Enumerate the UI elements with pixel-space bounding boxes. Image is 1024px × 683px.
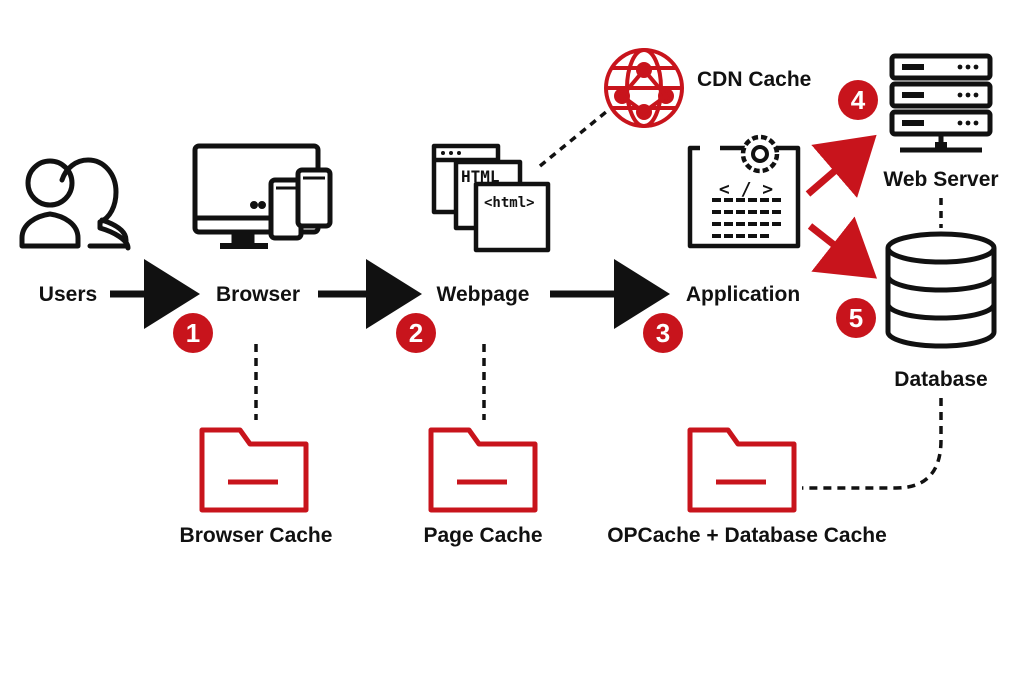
step-number-1: 1 xyxy=(186,318,200,348)
folder-icon xyxy=(687,427,797,513)
application-label: Application xyxy=(686,283,800,306)
cdn-cache-label: CDN Cache xyxy=(697,68,811,91)
arrow-application-to-web-server xyxy=(805,134,877,198)
browser-devices-icon xyxy=(192,143,333,249)
step-number-3: 3 xyxy=(656,318,670,348)
step-badge-1: 1 xyxy=(173,313,213,353)
step-number-2: 2 xyxy=(409,318,423,348)
webpage-label: Webpage xyxy=(437,283,530,306)
web-server-label: Web Server xyxy=(883,168,998,191)
browser-cache-label: Browser Cache xyxy=(180,524,333,547)
webpage-icon xyxy=(431,143,551,253)
database-cache-connector xyxy=(802,398,943,490)
folder-icon xyxy=(199,427,309,513)
database-label: Database xyxy=(894,368,987,391)
server-rack-icon xyxy=(889,53,993,153)
database-icon xyxy=(885,231,997,349)
globe-network-icon xyxy=(604,48,684,128)
folder-icon xyxy=(428,427,538,513)
step-badge-2: 2 xyxy=(396,313,436,353)
opcache-database-cache-label: OPCache + Database Cache xyxy=(607,524,887,547)
page-cache-label: Page Cache xyxy=(423,524,542,547)
step-badge-4: 4 xyxy=(838,80,878,120)
step-badge-5: 5 xyxy=(836,298,876,338)
users-label: Users xyxy=(39,283,97,306)
step-number-4: 4 xyxy=(851,85,866,115)
step-number-5: 5 xyxy=(849,303,863,333)
webpage-html-tag-text: <html> xyxy=(484,195,535,211)
arrow-application-to-database xyxy=(807,216,878,279)
step-badge-3: 3 xyxy=(643,313,683,353)
browser-label: Browser xyxy=(216,283,300,306)
cdn-connector-line xyxy=(538,110,608,168)
gear-icon xyxy=(740,134,780,174)
users-icon xyxy=(19,157,131,251)
application-code-text: < / > xyxy=(719,179,773,200)
webpage-html-text: HTML xyxy=(461,167,500,186)
